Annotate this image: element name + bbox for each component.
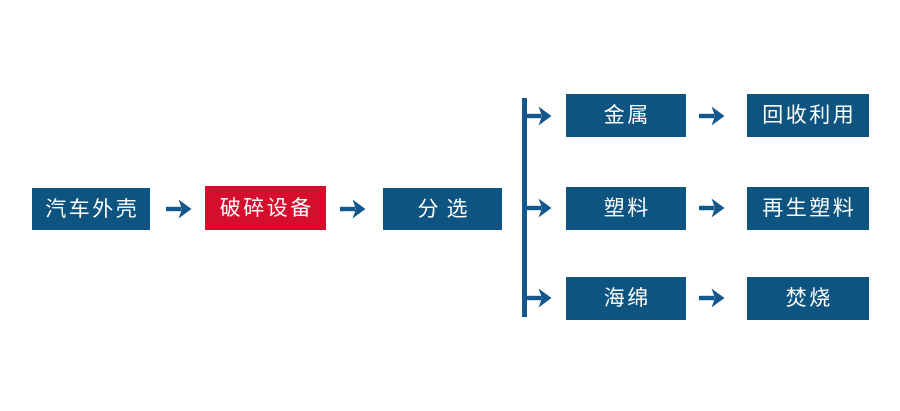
node-recycled-plastic: 再生塑料 (747, 187, 869, 230)
right-arrow-icon (699, 198, 725, 218)
right-arrow-icon (699, 288, 725, 308)
node-recycled-plastic-label: 再生塑料 (762, 196, 857, 220)
node-sorting-label: 分选 (417, 196, 476, 221)
branch-arrow-middle-icon (526, 198, 552, 218)
right-arrow-icon (166, 199, 192, 219)
node-incineration: 焚烧 (747, 277, 869, 320)
node-plastic-label: 塑料 (603, 196, 651, 220)
right-arrow-icon (340, 199, 366, 219)
node-incineration-label: 焚烧 (785, 286, 833, 310)
node-sponge: 海绵 (566, 277, 686, 320)
node-sorting: 分选 (383, 188, 502, 230)
branch-arrow-bottom-icon (526, 288, 552, 308)
node-metal-label: 金属 (603, 103, 651, 127)
node-sponge-label: 海绵 (603, 286, 651, 310)
node-metal: 金属 (566, 94, 686, 137)
node-recycle-use-label: 回收利用 (762, 103, 857, 127)
node-crusher-label: 破碎设备 (219, 195, 314, 220)
branch-connector-line (522, 98, 527, 317)
node-car-shell-label: 汽车外壳 (45, 196, 140, 221)
node-car-shell: 汽车外壳 (32, 188, 150, 230)
node-crusher: 破碎设备 (205, 186, 326, 230)
branch-arrow-top-icon (526, 106, 552, 126)
node-plastic: 塑料 (566, 187, 686, 230)
right-arrow-icon (699, 106, 725, 126)
node-recycle-use: 回收利用 (747, 94, 869, 137)
